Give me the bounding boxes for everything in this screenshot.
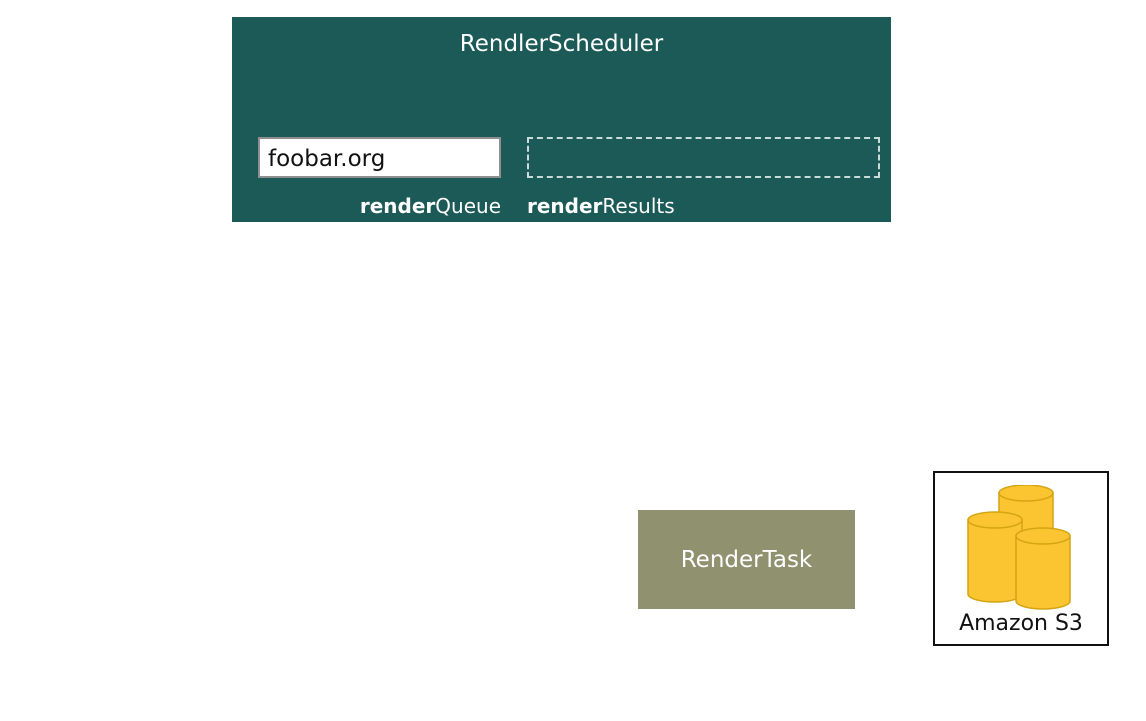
render-queue-label-rest: Queue [435,194,501,218]
render-task-box: RenderTask [638,510,855,609]
render-queue-label-bold: render [359,194,436,218]
render-results-label-bold: render [527,194,603,218]
render-task-label: RenderTask [680,546,813,573]
render-results-label: renderResults [527,193,675,219]
render-queue-label: renderQueue [360,193,501,219]
render-results-box [527,137,880,178]
amazon-s3-label: Amazon S3 [959,611,1083,636]
render-results-label-rest: Results [602,194,675,218]
database-cylinders-icon [967,485,1071,610]
scheduler-title: RendlerScheduler [459,31,664,57]
scheduler-container: RendlerScheduler [232,17,891,222]
amazon-s3-box: Amazon S3 [933,471,1109,646]
queue-item: foobar.org [268,146,386,172]
render-queue-box: foobar.org [258,137,501,178]
